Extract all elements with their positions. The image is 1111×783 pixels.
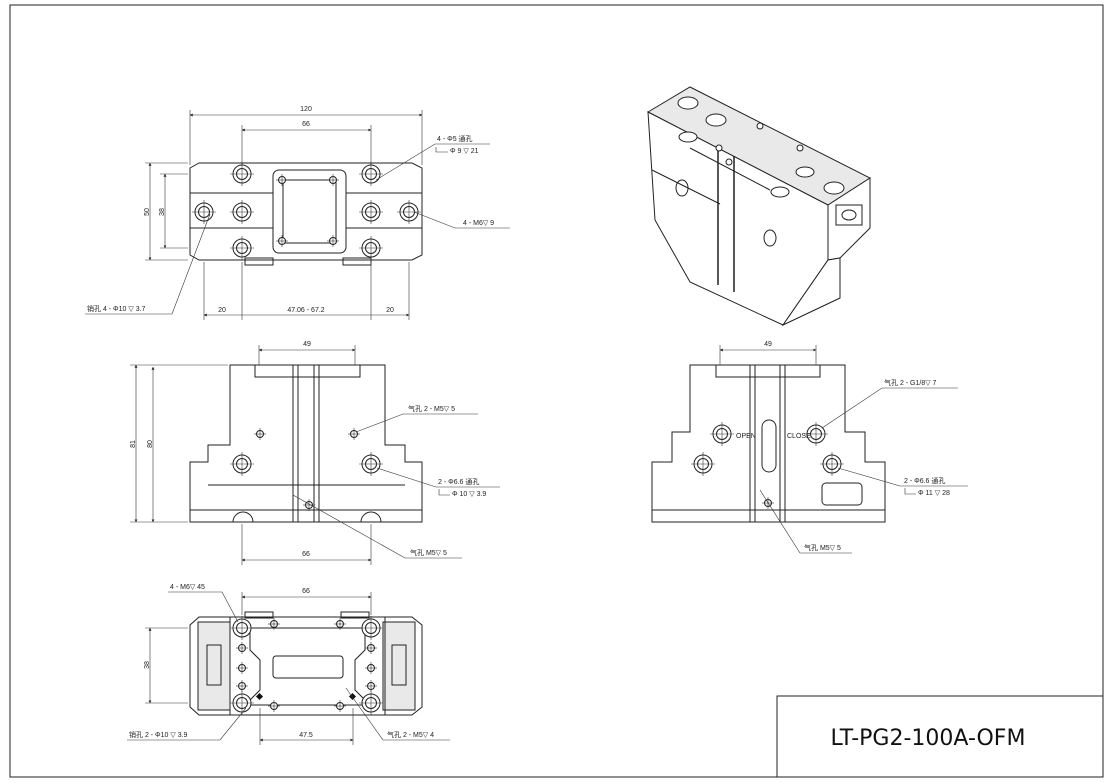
top-view: 120 66 50 38 20 47.06 - 67.2 20 4 - Φ5 通… <box>85 106 510 320</box>
side-dim-top-pitch: 49 <box>764 341 772 348</box>
center-plate <box>272 169 347 254</box>
bottom-dim-hole-pitch: 66 <box>302 588 310 595</box>
front-callout-air-hole-top: 气孔 2 - M5▽ 5 <box>408 404 455 413</box>
side-callout-counterbore: Φ 11 ▽ 28 <box>918 490 950 497</box>
drawing-frame <box>9 4 1104 778</box>
side-callout-air-g18: 气孔 2 - G1/8▽ 7 <box>884 378 937 387</box>
bottom-dim-pin-pitch: 47.5 <box>299 732 313 739</box>
front-dim-height-80: 80 <box>147 440 154 448</box>
callout-through-hole: 4 - Φ5 通孔 <box>437 134 473 143</box>
front-callout-air-hole-bottom: 气孔 M5▽ 5 <box>410 548 447 557</box>
bottom-callout-air-hole: 气孔 2 - M5▽ 4 <box>387 730 434 739</box>
front-dim-bottom-pitch: 66 <box>302 551 310 558</box>
callout-counterbore: Φ 9 ▽ 21 <box>450 148 479 155</box>
callout-pin-hole: 销孔 4 - Φ10 ▽ 3.7 <box>87 304 146 313</box>
side-callout-through-hole: 2 - Φ6.6 通孔 <box>904 476 945 485</box>
part-number: LT-PG2-100A-OFM <box>831 726 1026 751</box>
front-view: 49 81 80 66 气孔 2 - M5▽ 5 2 - Φ6.6 通孔 Φ 1… <box>130 341 500 565</box>
dim-height-38: 38 <box>159 208 166 216</box>
bottom-dim-height: 38 <box>144 661 151 669</box>
dim-hole-pitch: 66 <box>302 121 310 128</box>
callout-thread: 4 - M6▽ 9 <box>463 220 494 227</box>
dim-edge-left: 20 <box>218 307 226 314</box>
dim-stroke: 47.06 - 67.2 <box>287 307 324 314</box>
front-dim-height-81: 81 <box>130 440 137 448</box>
front-dim-top-pitch: 49 <box>303 341 311 348</box>
dim-overall-width: 120 <box>300 106 312 113</box>
label-close: CLOSE <box>787 433 811 440</box>
front-callout-counterbore: Φ 10 ▽ 3.9 <box>452 491 486 498</box>
front-callout-through-hole: 2 - Φ6.6 通孔 <box>438 477 479 486</box>
side-callout-air-hole-bottom: 气孔 M5▽ 5 <box>804 543 841 552</box>
dim-edge-right: 20 <box>386 307 394 314</box>
bottom-view: 66 38 47.5 4 - M6▽ 45 销孔 2 - Φ10 ▽ 3.9 气… <box>127 584 450 745</box>
title-block: LT-PG2-100A-OFM <box>776 695 1104 778</box>
bottom-callout-pin-hole: 销孔 2 - Φ10 ▽ 3.9 <box>129 730 188 739</box>
isometric-view <box>646 86 872 327</box>
bottom-callout-thread: 4 - M6▽ 45 <box>170 584 205 591</box>
dim-height-50: 50 <box>144 208 151 216</box>
label-open: OPEN <box>736 433 756 440</box>
side-view: OPEN CLOSE 49 气孔 2 - G1/8▽ 7 2 - Φ6.6 通孔… <box>651 341 968 554</box>
